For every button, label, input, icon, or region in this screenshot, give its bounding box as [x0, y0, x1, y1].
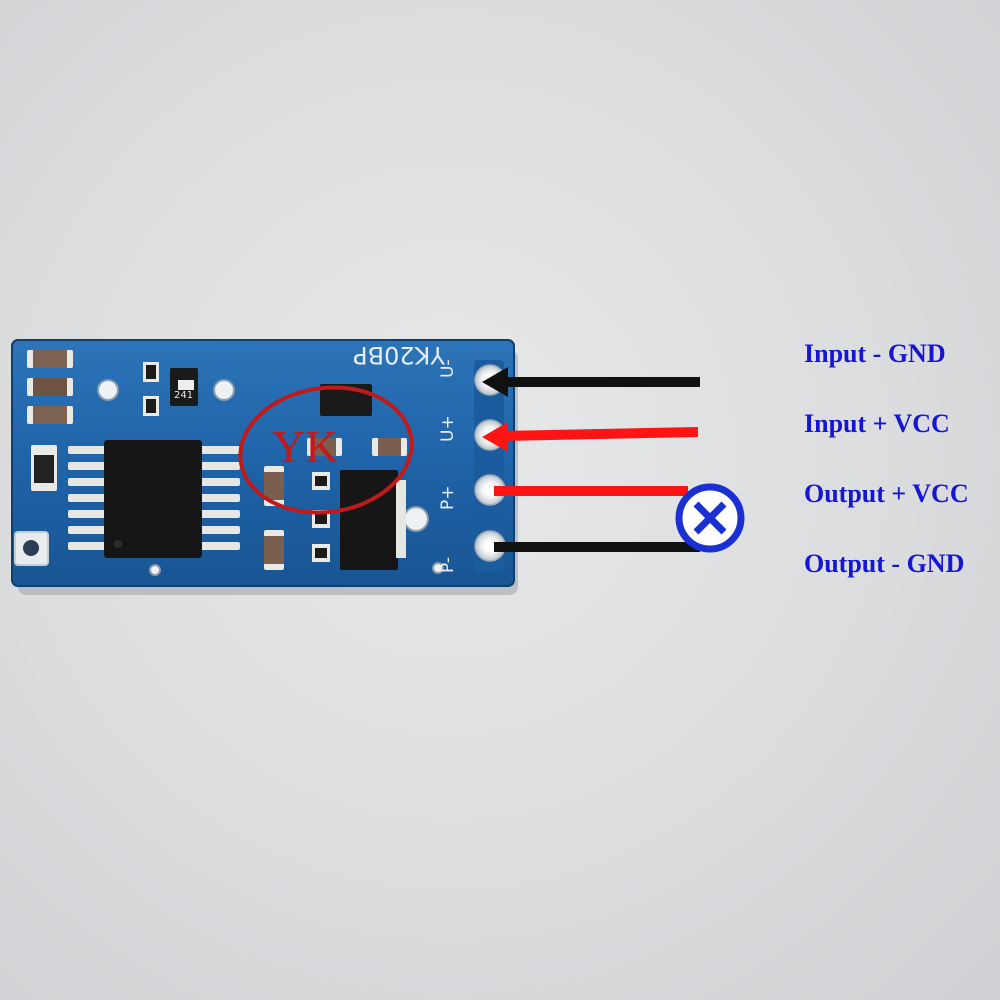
- logo-text: YK: [272, 421, 338, 472]
- transistor-pair: [143, 362, 198, 416]
- wiring-overlay: [482, 367, 745, 553]
- via-holes: [97, 379, 444, 576]
- pin-label-3: P+: [438, 486, 458, 511]
- lamp-symbol-icon: [675, 483, 745, 553]
- pin-label-1: U-: [438, 359, 458, 378]
- label-output-vcc: Output + VCC: [804, 479, 969, 508]
- yk-logo-mark: YK: [238, 385, 414, 515]
- main-ic-chip: [68, 440, 240, 558]
- silkscreen-model: YK20BP: [353, 341, 446, 369]
- pcb-board: YK YK20BP 241 U- U+ P+ P-: [11, 339, 515, 587]
- arrow-left-icon: [482, 422, 508, 452]
- pin-label-2: U+: [438, 415, 458, 442]
- pin-label-4: P-: [438, 557, 458, 573]
- wire-input-vcc: [501, 427, 699, 441]
- capacitor-stack: [27, 350, 73, 424]
- label-input-gnd: Input - GND: [804, 339, 946, 368]
- label-input-vcc: Input + VCC: [804, 409, 950, 438]
- arrow-left-icon: [482, 367, 508, 397]
- label-output-gnd: Output - GND: [804, 549, 965, 578]
- chip-marking: 241: [174, 390, 193, 401]
